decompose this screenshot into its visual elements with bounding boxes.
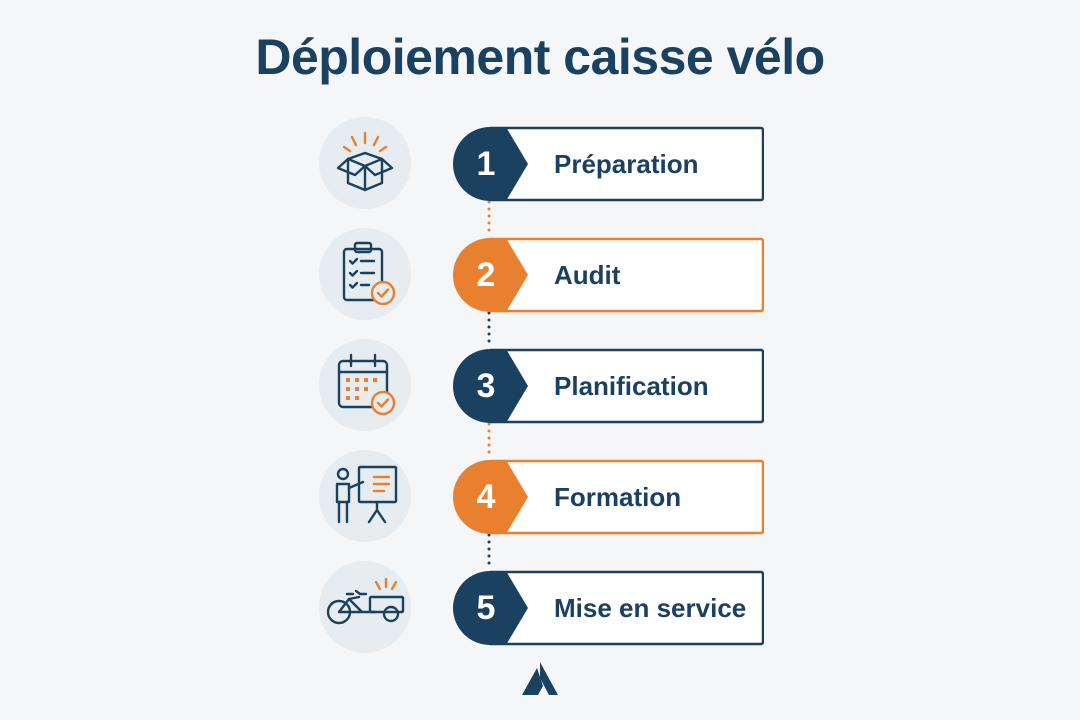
connector-2-3 (487, 311, 491, 344)
step-1: 1 Préparation (0, 116, 1080, 212)
mountain-logo-icon (522, 662, 558, 695)
step-3-number: 3 (476, 367, 496, 405)
step-5: 5 Mise en service (0, 560, 1080, 656)
step-5-card: 5 Mise en service (452, 570, 764, 646)
connector-3-4 (487, 422, 491, 455)
step-2-icon-badge (319, 228, 411, 320)
step-2-card: 2 Audit (452, 237, 764, 313)
step-3: 3 Planification (0, 338, 1080, 434)
step-4-label: Formation (554, 482, 682, 512)
connector-1-2 (487, 200, 491, 233)
step-2-label: Audit (554, 260, 621, 290)
page-title: Déploiement caisse vélo (255, 29, 825, 85)
step-5-number: 5 (476, 589, 496, 627)
step-4-number: 4 (476, 478, 496, 516)
step-3-card: 3 Planification (452, 348, 764, 424)
step-2: 2 Audit (0, 227, 1080, 323)
step-5-label: Mise en service (554, 593, 747, 623)
presenter-board-icon (335, 465, 398, 524)
step-1-number: 1 (476, 145, 496, 183)
connector-4-5 (487, 533, 491, 566)
step-3-icon-badge (319, 339, 411, 431)
open-box-icon (336, 131, 394, 192)
step-2-number: 2 (476, 256, 496, 294)
step-4: 4 Formation (0, 449, 1080, 545)
clipboard-checklist-icon (342, 241, 396, 306)
cargo-bike-icon (326, 577, 405, 625)
step-5-icon-badge (319, 561, 411, 653)
step-4-card: 4 Formation (452, 459, 764, 535)
calendar-check-icon (337, 353, 396, 416)
step-1-label: Préparation (554, 149, 699, 179)
step-1-icon-badge (319, 117, 411, 209)
step-1-card: 1 Préparation (452, 126, 764, 202)
step-4-icon-badge (319, 450, 411, 542)
step-3-label: Planification (554, 371, 709, 401)
